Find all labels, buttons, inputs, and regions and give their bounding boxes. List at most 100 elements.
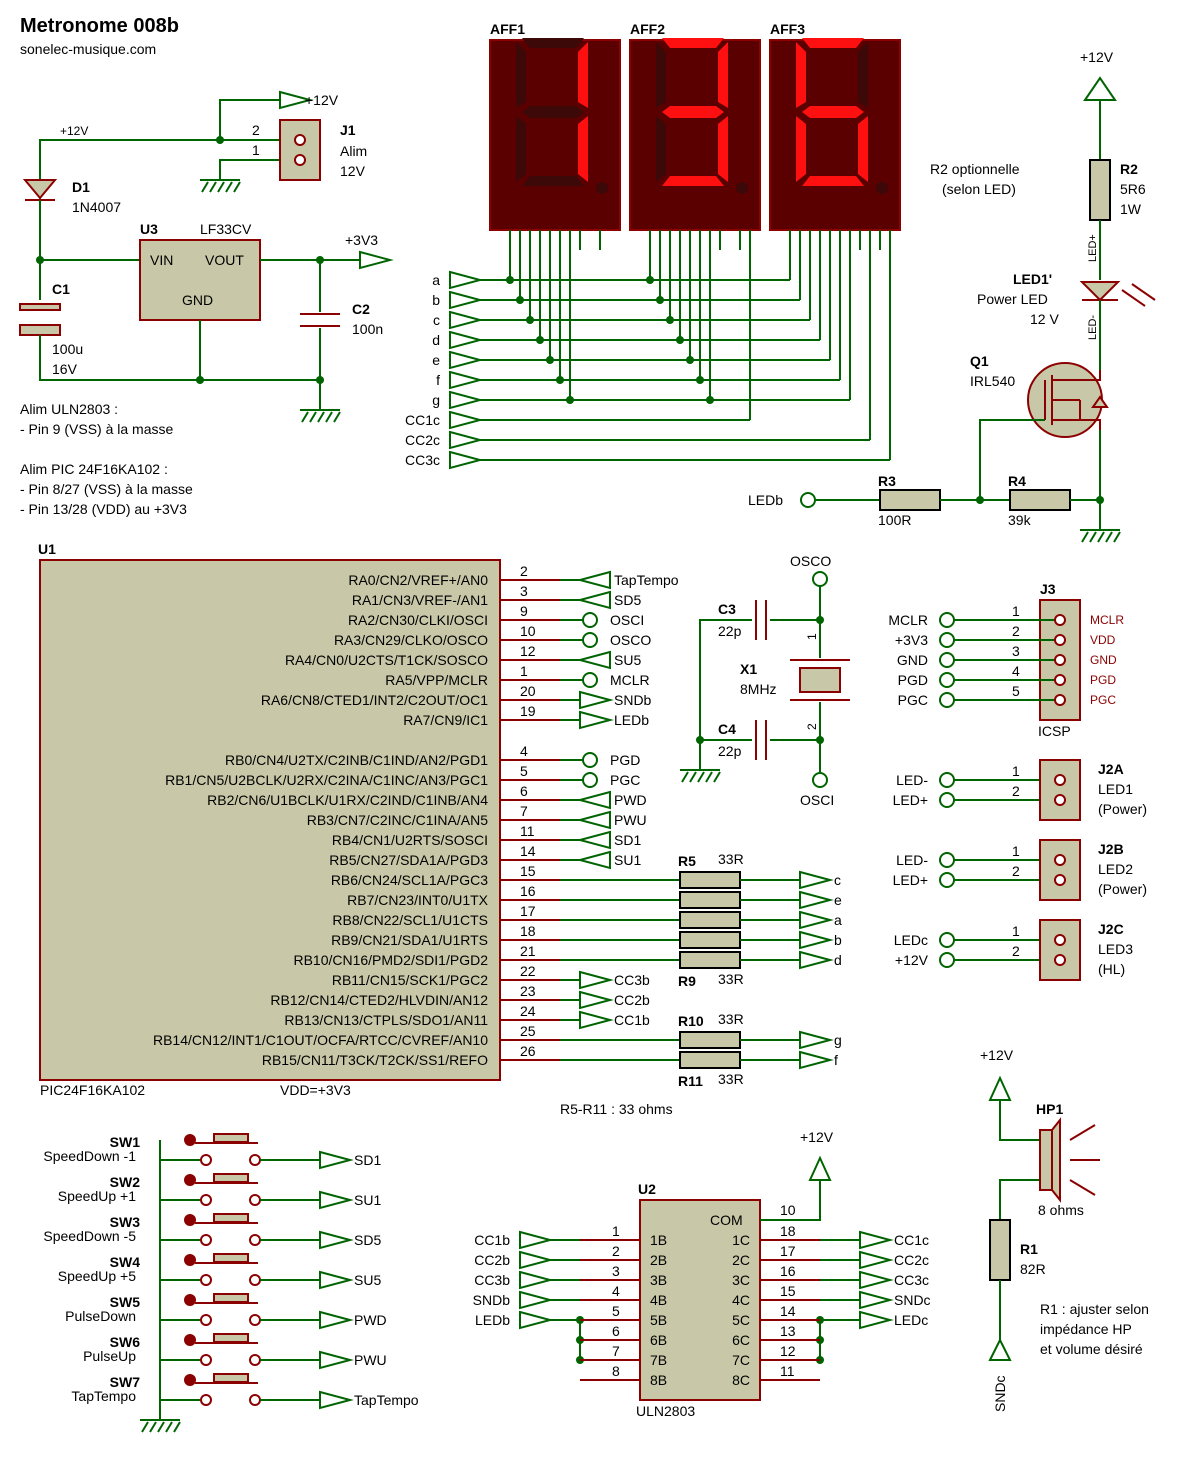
aff3-segment-e bbox=[796, 116, 806, 182]
net-label-PWU: PWU bbox=[614, 812, 647, 828]
j2-0-port-1 bbox=[939, 772, 955, 788]
seg-label-CC3c: CC3c bbox=[405, 452, 440, 468]
j2-led-connectors: LED-1LED+2J2ALED1(Power)LED-1LED+2J2BLED… bbox=[893, 759, 1147, 981]
note-pic-title: Alim PIC 24F16KA102 : bbox=[20, 461, 168, 477]
u1-pin-23-name: RB12/CN14/CTED2/HLVDIN/AN12 bbox=[270, 992, 488, 1008]
u2-port-CC1c bbox=[859, 1230, 894, 1250]
u1-pin-7-number: 7 bbox=[520, 803, 528, 819]
net-port-OSCO bbox=[582, 632, 598, 648]
sw4-actuator bbox=[184, 1254, 196, 1266]
u2-pin-5-number: 5 bbox=[612, 1303, 620, 1319]
j2-1-net-1: LED- bbox=[896, 852, 928, 868]
aff3-segment-a bbox=[802, 38, 864, 48]
net-label-OSCI: OSCI bbox=[610, 612, 644, 628]
resistor-g bbox=[679, 1031, 741, 1049]
sw2-plunger bbox=[213, 1173, 249, 1183]
u1-pin-24-name: RB13/CN13/CTPLS/SDO1/AN11 bbox=[284, 1012, 488, 1028]
r3-ref: R3 bbox=[878, 473, 896, 489]
u2-port-LEDc bbox=[859, 1310, 894, 1330]
seg-label-f: f bbox=[436, 372, 440, 388]
aff3-segment-f bbox=[796, 42, 806, 108]
sw1-ref: SW1 bbox=[110, 1134, 141, 1150]
u2-pin-2-name: 2B bbox=[650, 1252, 667, 1268]
j3-ref: J3 bbox=[1040, 581, 1056, 597]
j1-ref: J1 bbox=[340, 122, 356, 138]
sw4-contact-a bbox=[200, 1274, 212, 1286]
sw6-contact-a bbox=[200, 1354, 212, 1366]
sw4-label: SpeedUp +5 bbox=[58, 1268, 136, 1284]
aff1-segment-c bbox=[578, 116, 588, 182]
u2-net-CC2b: CC2b bbox=[474, 1252, 510, 1268]
net-label-MCLR: MCLR bbox=[610, 672, 650, 688]
u1-pin-17-name: RB8/CN22/SCL1/U1CTS bbox=[332, 912, 488, 928]
seg-port-CC2c bbox=[449, 430, 484, 450]
net-label-CC3b: CC3b bbox=[614, 972, 650, 988]
sw6-contact-b bbox=[249, 1354, 261, 1366]
c4-ref: C4 bbox=[718, 721, 736, 737]
led-driver-circuit: +12V R2 5R6 1W LED+ LED1' Power LED 12 V… bbox=[748, 49, 1156, 543]
u2-pin-7-name: 7B bbox=[650, 1352, 667, 1368]
u2-port-CC3c bbox=[859, 1270, 894, 1290]
led1-ref: LED1' bbox=[1013, 271, 1052, 287]
u1-part: PIC24F16KA102 bbox=[40, 1082, 145, 1098]
j3-pin-num-2: 2 bbox=[1012, 623, 1020, 639]
power-section: +12V +12V 2 1 J1 Alim 12V D1 1N4007 C1 1… bbox=[19, 91, 391, 423]
seg-port-b bbox=[449, 290, 484, 310]
net-label-CC2b: CC2b bbox=[614, 992, 650, 1008]
sw1-label: SpeedDown -1 bbox=[43, 1148, 136, 1164]
d1-val: 1N4007 bbox=[72, 199, 121, 215]
u1-pin-6-name: RB2/CN6/U1BCLK/U1RX/C2IND/C1INB/AN4 bbox=[207, 792, 488, 808]
c4-val: 22p bbox=[718, 743, 742, 759]
r2-ref: R2 bbox=[1120, 161, 1138, 177]
sw3-contact-a bbox=[200, 1234, 212, 1246]
j3-net-1: +3V3 bbox=[895, 632, 928, 648]
sw3-net: SD5 bbox=[354, 1232, 381, 1248]
u2-net-LEDc: LEDc bbox=[894, 1312, 928, 1328]
seg-port-CC3c bbox=[449, 450, 484, 470]
sw4-plunger bbox=[213, 1253, 249, 1263]
seg-label-d: d bbox=[432, 332, 440, 348]
j3-pin-5 bbox=[1054, 694, 1066, 706]
net-label-SD5: SD5 bbox=[614, 592, 641, 608]
u2-pin-13-name: 6C bbox=[732, 1332, 750, 1348]
sw4-port bbox=[319, 1270, 354, 1290]
u1-vdd: VDD=+3V3 bbox=[280, 1082, 351, 1098]
net-port-SNDb bbox=[579, 690, 614, 710]
u2-net-CC1b: CC1b bbox=[474, 1232, 510, 1248]
r1-ref: R1 bbox=[1020, 1241, 1038, 1257]
net-port-PWD bbox=[576, 790, 611, 810]
u3-gnd: GND bbox=[182, 292, 213, 308]
u1-pin-4-number: 4 bbox=[520, 743, 528, 759]
q1-ref: Q1 bbox=[970, 353, 989, 369]
seg-port-d bbox=[449, 330, 484, 350]
u2-port-SNDb bbox=[519, 1290, 554, 1310]
note-pic-line1: - Pin 8/27 (VSS) à la masse bbox=[20, 481, 193, 497]
u2-pin-5-name: 5B bbox=[650, 1312, 667, 1328]
osc-osco-label: OSCO bbox=[790, 553, 831, 569]
seg-port-a bbox=[449, 270, 484, 290]
net-label-LEDb: LEDb bbox=[614, 712, 649, 728]
net-label-c: c bbox=[834, 872, 841, 888]
u1-pin-11-number: 11 bbox=[520, 823, 535, 839]
u2-net-SNDb: SNDb bbox=[473, 1292, 511, 1308]
c1-val1: 100u bbox=[52, 341, 83, 357]
aff3-segment-b bbox=[858, 42, 868, 108]
u2-com: COM bbox=[710, 1212, 743, 1228]
aff1-segment-a bbox=[522, 38, 584, 48]
net-label-CC1b: CC1b bbox=[614, 1012, 650, 1028]
hp1-speaker bbox=[1039, 1129, 1053, 1191]
j2-1-label2: (Power) bbox=[1098, 881, 1147, 897]
u2-net-CC3b: CC3b bbox=[474, 1272, 510, 1288]
j2-2-port-1 bbox=[939, 932, 955, 948]
oscillator: OSCO C3 22p 1 X1 8MHz 2 C4 22p OSCI bbox=[679, 553, 850, 808]
seg-label-CC2c: CC2c bbox=[405, 432, 440, 448]
u1-pin-3-name: RA1/CN3/VREF-/AN1 bbox=[352, 592, 488, 608]
r4-ref: R4 bbox=[1008, 473, 1026, 489]
seg-label-c: c bbox=[433, 312, 440, 328]
u1-pin-18-name: RB9/CN21/SDA1/U1RTS bbox=[331, 932, 488, 948]
j2-2-pin1 bbox=[1054, 934, 1066, 946]
j2-0-pin1 bbox=[1054, 774, 1066, 786]
u2-driver: U2 ULN2803 COM +12V 10 11BCC1b22BCC2b33B… bbox=[473, 1129, 931, 1419]
sw5-plunger bbox=[213, 1293, 249, 1303]
